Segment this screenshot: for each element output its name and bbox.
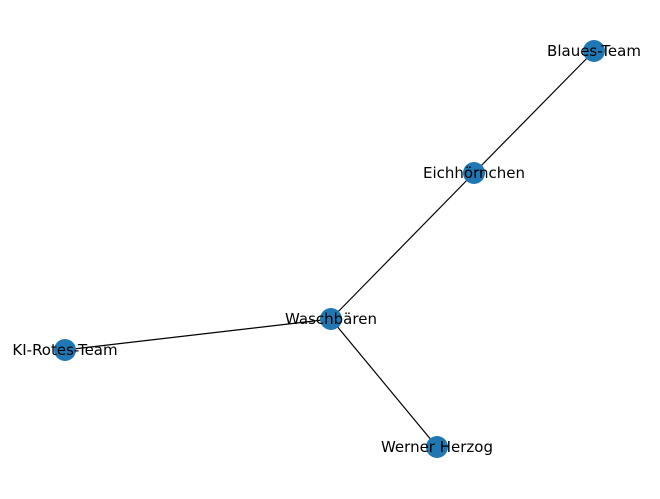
node-label-werner-herzog: Werner Herzog: [381, 438, 493, 456]
edge-eichhoernchen-waschbaeren: [330, 172, 475, 320]
node-label-waschbaeren: Waschbären: [285, 310, 377, 328]
node-label-ki-rotes-team: KI-Rotes-Team: [12, 341, 117, 359]
node-waschbaeren: [320, 308, 342, 330]
edge-waschbaeren-ki-rotes-team: [64, 318, 332, 351]
edges-layer: [64, 50, 595, 448]
node-label-eichhoernchen: Eichhörnchen: [423, 164, 525, 182]
edge-waschbaeren-werner-herzog: [330, 318, 438, 448]
node-eichhoernchen: [463, 162, 485, 184]
node-ki-rotes-team: [54, 339, 76, 361]
node-label-blaues-team: Blaues-Team: [547, 42, 641, 60]
nodes-layer: [54, 40, 605, 458]
node-werner-herzog: [426, 436, 448, 458]
node-blaues-team: [583, 40, 605, 62]
edge-blaues-team-eichhoernchen: [473, 50, 595, 174]
labels-layer: Blaues-TeamEichhörnchenWaschbärenKI-Rote…: [12, 42, 641, 456]
